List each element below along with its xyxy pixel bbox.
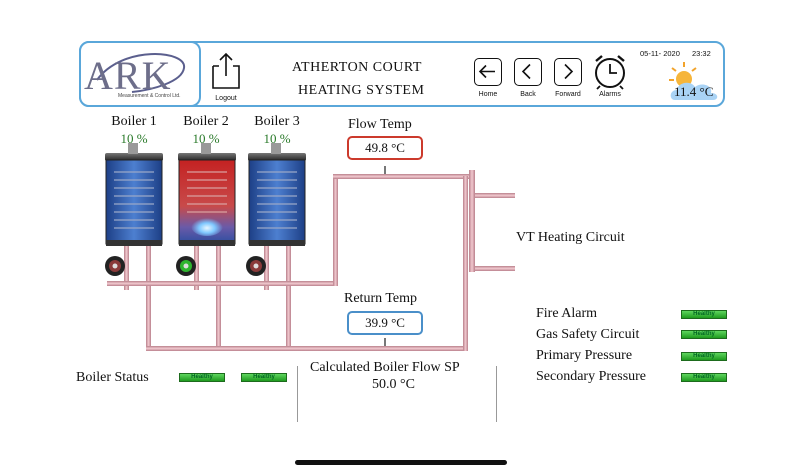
flow-temp-value: 49.8 °C (347, 136, 423, 160)
alarms-button[interactable] (592, 52, 628, 95)
home-indicator[interactable] (295, 460, 507, 465)
alarm-label-secondary-pressure: Secondary Pressure (536, 369, 647, 384)
boiler-1-percent: 10 % (120, 131, 148, 146)
alarm-status-primary-pressure: Healthy (681, 352, 727, 361)
logout-button[interactable]: Logout (209, 50, 243, 104)
alarms-label: Alarms (599, 91, 621, 98)
chevron-left-icon (514, 58, 542, 86)
boiler-2-percent: 10 % (192, 131, 220, 146)
return-temp-label: Return Temp (344, 291, 418, 306)
forward-button[interactable] (554, 58, 582, 86)
boiler-status-badge-2: Healthy (241, 373, 287, 382)
logo-swoosh-icon (96, 53, 185, 93)
time-text: 23:32 (692, 49, 711, 58)
boiler-status-label: Boiler Status (76, 370, 149, 385)
boiler-2[interactable] (178, 143, 236, 247)
flow-temp-label: Flow Temp (348, 117, 412, 132)
divider-left (297, 366, 298, 422)
boiler-1[interactable] (105, 143, 163, 247)
boiler-3-percent: 10 % (263, 131, 291, 146)
pump-3-icon (246, 256, 266, 276)
home-button[interactable] (474, 58, 502, 86)
alarm-status-secondary-pressure: Healthy (681, 373, 727, 382)
date-text: 05-11- 2020 (640, 49, 680, 58)
heating-circuit-label[interactable]: VT Heating Circuit (516, 230, 625, 245)
logo-subtitle: Measurement & Control Ltd. (118, 93, 181, 99)
alarm-clock-icon (595, 55, 625, 90)
alarm-status-fire: Healthy (681, 310, 727, 319)
boiler-2-name: Boiler 2 (183, 114, 229, 129)
calc-flow-sp-label: Calculated Boiler Flow SP (310, 360, 460, 375)
boiler-status-badge-1: Healthy (179, 373, 225, 382)
logout-label: Logout (215, 95, 237, 102)
system-title: HEATING SYSTEM (298, 83, 425, 98)
boiler-3[interactable] (248, 143, 306, 247)
home-label: Home (478, 91, 498, 98)
forward-label: Forward (555, 91, 581, 98)
return-temp-value: 39.9 °C (347, 311, 423, 335)
site-title: ATHERTON COURT (292, 60, 422, 75)
boiler-3-name: Boiler 3 (254, 114, 300, 129)
back-label: Back (520, 91, 536, 98)
alarm-label-gas: Gas Safety Circuit (536, 327, 640, 342)
alarm-label-fire: Fire Alarm (536, 306, 598, 321)
calc-flow-sp-value: 50.0 °C (372, 377, 415, 392)
alarm-label-primary-pressure: Primary Pressure (536, 348, 633, 363)
share-logout-icon (212, 52, 240, 89)
pump-1-icon (105, 256, 125, 276)
logo-text: ARK (84, 53, 172, 98)
alarm-status-gas: Healthy (681, 330, 727, 339)
home-arrow-icon (474, 58, 502, 86)
boiler-1-name: Boiler 1 (111, 114, 157, 129)
pump-2-icon (176, 256, 196, 276)
outside-temp: 11.4 °C (674, 84, 714, 99)
divider-right (496, 366, 497, 422)
chevron-right-icon (554, 58, 582, 86)
weather-sun-cloud-icon (669, 62, 718, 100)
back-button[interactable] (514, 58, 542, 86)
